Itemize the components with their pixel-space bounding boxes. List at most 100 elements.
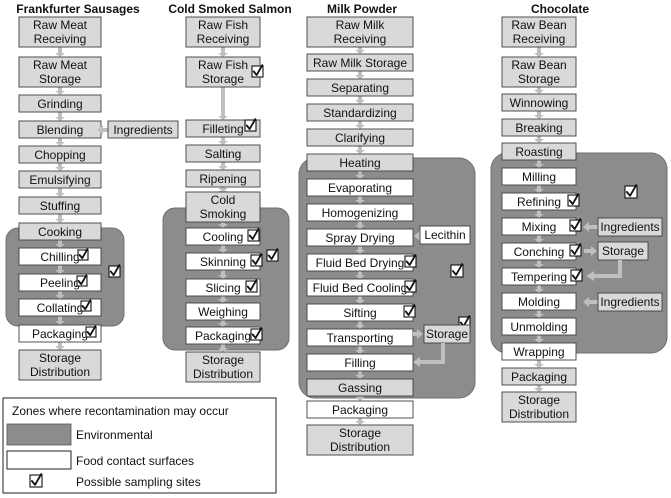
flow-arrow-head bbox=[586, 271, 594, 281]
process-step: Breaking bbox=[501, 118, 577, 137]
process-step-box bbox=[306, 153, 414, 172]
flow-arrow bbox=[534, 111, 544, 119]
side-input-label: Ingredients bbox=[113, 123, 172, 137]
legend-label: Possible sampling sites bbox=[76, 475, 201, 489]
flow-arrow bbox=[55, 291, 65, 299]
process-step-label: Tempering bbox=[511, 270, 567, 284]
flow-arrow bbox=[218, 87, 228, 120]
food-contact-step-box bbox=[501, 292, 577, 311]
process-step-box bbox=[306, 16, 414, 48]
process-step-label: Skinning bbox=[200, 255, 246, 269]
process-step-label: Clarifying bbox=[335, 131, 385, 145]
flow-arrow bbox=[534, 385, 544, 392]
process-step: Slicing bbox=[185, 278, 261, 297]
sampling-site-check-icon bbox=[245, 279, 258, 293]
flow-arrow bbox=[218, 162, 228, 170]
process-step: Mixing bbox=[501, 217, 577, 236]
flow-arrow bbox=[218, 245, 228, 253]
flow-arrow bbox=[355, 396, 365, 401]
process-step-box bbox=[501, 367, 577, 386]
process-step: Packaging bbox=[306, 400, 414, 419]
process-step-box bbox=[18, 56, 102, 88]
process-step-label: Packaging bbox=[511, 370, 567, 384]
process-step-label: Molding bbox=[518, 295, 560, 309]
process-step-label: Breaking bbox=[515, 121, 562, 135]
process-step-box bbox=[18, 196, 102, 215]
process-step-label: Chilling bbox=[40, 250, 79, 264]
side-input-label: Storage bbox=[426, 327, 468, 341]
process-step: Homogenizing bbox=[306, 203, 414, 222]
food-contact-step-box bbox=[185, 278, 261, 297]
flow-arrow bbox=[534, 185, 544, 193]
flow-arrow bbox=[534, 235, 544, 243]
process-step: Roasting bbox=[501, 142, 577, 161]
column-title: Cold Smoked Salmon bbox=[168, 2, 291, 16]
process-step-label: Filleting bbox=[202, 122, 243, 136]
process-step-label: Fluid Bed Cooling bbox=[313, 281, 408, 295]
process-step: Chopping bbox=[18, 145, 102, 164]
flow-arrow bbox=[355, 146, 365, 154]
process-step-box bbox=[306, 378, 414, 397]
process-step: Standardizing bbox=[306, 103, 414, 122]
process-step-label: Ripening bbox=[199, 172, 246, 186]
flow-arrow bbox=[413, 329, 423, 339]
process-step-box bbox=[18, 16, 102, 48]
flow-arrow bbox=[355, 271, 365, 279]
side-input-label: Lecithin bbox=[424, 228, 465, 242]
process-step-label: Transporting bbox=[327, 331, 394, 345]
sampling-site-check-icon bbox=[569, 218, 582, 232]
process-step-label: Separating bbox=[331, 81, 389, 95]
flow-arrow bbox=[355, 221, 365, 229]
process-step-label: Chopping bbox=[34, 148, 85, 162]
flow-arrow bbox=[355, 121, 365, 129]
process-step: Molding bbox=[501, 292, 577, 311]
process-step-box bbox=[306, 424, 414, 456]
flow-arrow bbox=[534, 260, 544, 268]
flow-arrow bbox=[355, 47, 365, 54]
sampling-site-check-icon bbox=[403, 304, 416, 318]
process-step-label: Milling bbox=[522, 170, 556, 184]
process-step-box bbox=[18, 222, 102, 241]
process-step-box bbox=[306, 103, 414, 122]
process-step-label: Gassing bbox=[338, 381, 382, 395]
process-step-label: Collating bbox=[37, 301, 84, 315]
process-step-box bbox=[18, 94, 102, 113]
process-step: Winnowing bbox=[501, 93, 577, 112]
flow-arrow bbox=[534, 360, 544, 368]
sampling-site-check-icon bbox=[251, 64, 264, 78]
process-step-box bbox=[501, 16, 577, 48]
process-step-label: Cooking bbox=[38, 225, 82, 239]
flow-arrow bbox=[534, 335, 544, 343]
food-contact-step-box bbox=[18, 324, 102, 343]
process-step: Clarifying bbox=[306, 128, 414, 147]
sampling-site-check-icon bbox=[77, 248, 89, 261]
legend-swatch-food-contact bbox=[6, 450, 72, 470]
flow-arrow bbox=[355, 196, 365, 204]
flow-arrow bbox=[97, 125, 110, 135]
process-step-box bbox=[18, 349, 102, 381]
sampling-site-check-icon bbox=[624, 184, 638, 199]
process-step-label: Mixing bbox=[522, 220, 557, 234]
flow-arrow bbox=[583, 222, 600, 232]
flow-arrow bbox=[355, 418, 365, 425]
flow-arrow bbox=[355, 371, 365, 379]
process-step: Ripening bbox=[185, 169, 261, 188]
flow-arrow bbox=[355, 346, 365, 354]
process-step-label: Filling bbox=[344, 356, 375, 370]
flow-arrow bbox=[534, 210, 544, 218]
legend-title: Zones where recontamination may occur bbox=[12, 404, 229, 418]
flow-arrow bbox=[584, 246, 597, 256]
